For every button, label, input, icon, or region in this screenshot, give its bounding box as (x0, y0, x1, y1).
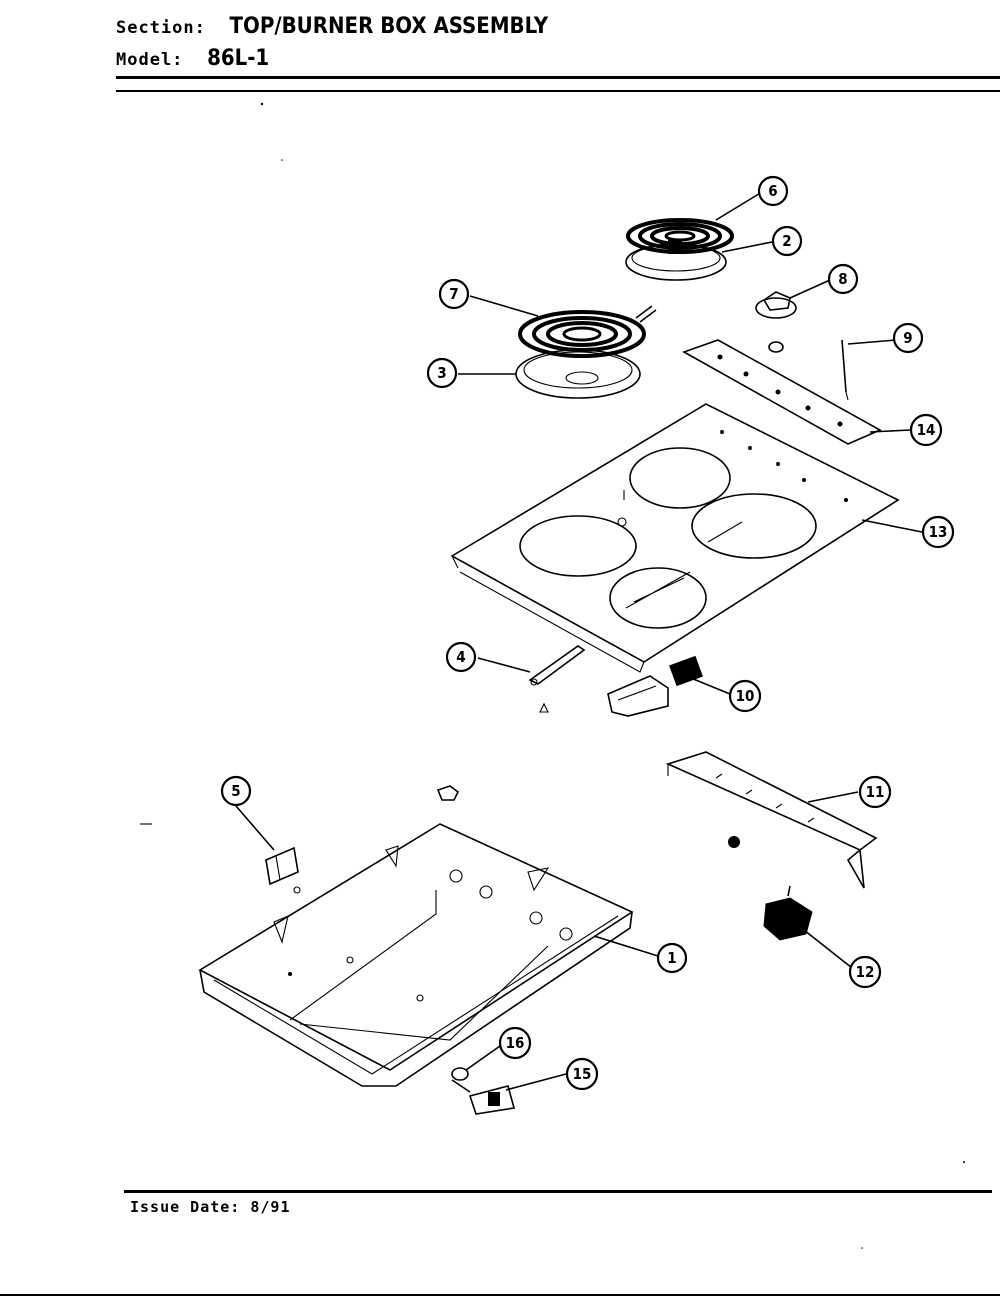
callout-7: 7 (438, 278, 470, 310)
callout-7-label: 7 (449, 285, 458, 303)
callout-12-label: 12 (856, 963, 875, 981)
part-5-bracket (265, 846, 301, 894)
part-10-terminal-block (607, 655, 703, 717)
callout-4: 4 (445, 641, 477, 673)
section-header: Section: TOP/BURNER BOX ASSEMBLY (116, 14, 548, 39)
issue-date: Issue Date: 8/91 (130, 1198, 291, 1216)
callout-2: 2 (771, 225, 803, 257)
scan-specks (140, 102, 965, 1249)
part-12-infinite-switch (763, 885, 813, 941)
part-11-control-bracket (665, 751, 878, 889)
callout-16: 16 (498, 1026, 532, 1060)
callout-15: 15 (565, 1057, 599, 1091)
header-rule-top (116, 76, 1000, 79)
part-14-mounting-strip (682, 339, 882, 445)
callout-10: 10 (728, 679, 762, 713)
callout-9-label: 9 (903, 329, 912, 347)
callout-10-label: 10 (736, 687, 755, 705)
part-2-drip-bowl-small (625, 240, 727, 281)
part-16-fitting (451, 1067, 471, 1093)
callout-8: 8 (827, 263, 859, 295)
header-rule-bottom (116, 90, 1000, 92)
callout-4-label: 4 (456, 648, 465, 666)
leader-lines (235, 191, 923, 1091)
callout-11-label: 11 (866, 783, 885, 801)
callout-12: 12 (848, 955, 882, 989)
callout-15-label: 15 (573, 1065, 592, 1083)
callout-5-label: 5 (231, 782, 240, 800)
callout-2-label: 2 (782, 232, 791, 250)
callout-13: 13 (921, 515, 955, 549)
callout-14: 14 (909, 413, 943, 447)
nut (768, 341, 784, 353)
callout-5: 5 (220, 775, 252, 807)
callout-13-label: 13 (929, 523, 948, 541)
section-title: TOP/BURNER BOX ASSEMBLY (229, 14, 549, 39)
callout-14-label: 14 (917, 421, 936, 439)
part-13-cooktop (450, 403, 900, 673)
nut (436, 785, 460, 801)
part-9-terminal (841, 339, 849, 401)
part-1-burner-box (198, 823, 634, 1087)
model-number: 86L-1 (207, 46, 270, 71)
callout-6-label: 6 (768, 182, 777, 200)
model-label: Model: (116, 50, 184, 70)
callout-8-label: 8 (838, 270, 847, 288)
page-bottom-rule (0, 1294, 1000, 1296)
callout-11: 11 (858, 775, 892, 809)
callout-1: 1 (656, 942, 688, 974)
callout-3-label: 3 (437, 364, 446, 382)
callout-16-label: 16 (506, 1034, 525, 1052)
callout-3: 3 (426, 357, 458, 389)
part-15-fitting (468, 1085, 516, 1115)
section-label: Section: (116, 18, 206, 38)
part-7-surface-element-large (518, 305, 657, 358)
footer-rule (124, 1190, 992, 1193)
part-4-hinge-bar (528, 645, 586, 713)
callout-1-label: 1 (667, 949, 676, 967)
callout-6: 6 (757, 175, 789, 207)
part-8-receptacle (755, 291, 797, 319)
callout-9: 9 (892, 322, 924, 354)
model-header: Model: 86L-1 (116, 46, 269, 71)
